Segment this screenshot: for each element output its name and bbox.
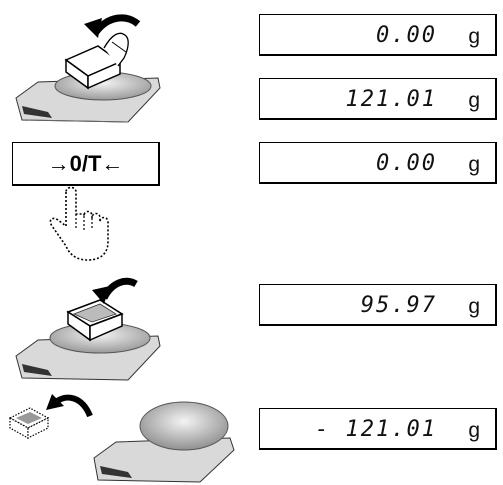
display-reading: 121.01 <box>345 87 437 112</box>
remove-container-icon <box>8 394 93 440</box>
display-reading: 0.00 <box>376 151 437 176</box>
weight-display-3: 0.00 g <box>259 142 497 184</box>
weight-display-4: 95.97 g <box>259 284 497 326</box>
display-unit: g <box>468 25 480 48</box>
finger-press-icon <box>49 186 109 261</box>
display-unit: g <box>468 89 480 112</box>
display-reading: 95.97 <box>360 293 437 318</box>
empty-balance-icon <box>93 401 235 483</box>
place-container-balance-icon <box>15 14 161 123</box>
weight-display-5: - 121.01 g <box>259 408 497 450</box>
weight-display-1: 0.00 g <box>259 14 497 56</box>
weight-display-2: 121.01 g <box>259 78 497 120</box>
display-unit: g <box>468 153 480 176</box>
display-reading: - 121.01 <box>315 417 437 442</box>
display-unit: g <box>468 295 480 318</box>
tare-key-button[interactable]: →0/T← <box>12 142 160 186</box>
display-reading: 0.00 <box>376 23 437 48</box>
tare-key-label: →0/T← <box>47 150 124 176</box>
display-unit: g <box>468 419 480 442</box>
add-sample-balance-icon <box>15 277 161 381</box>
